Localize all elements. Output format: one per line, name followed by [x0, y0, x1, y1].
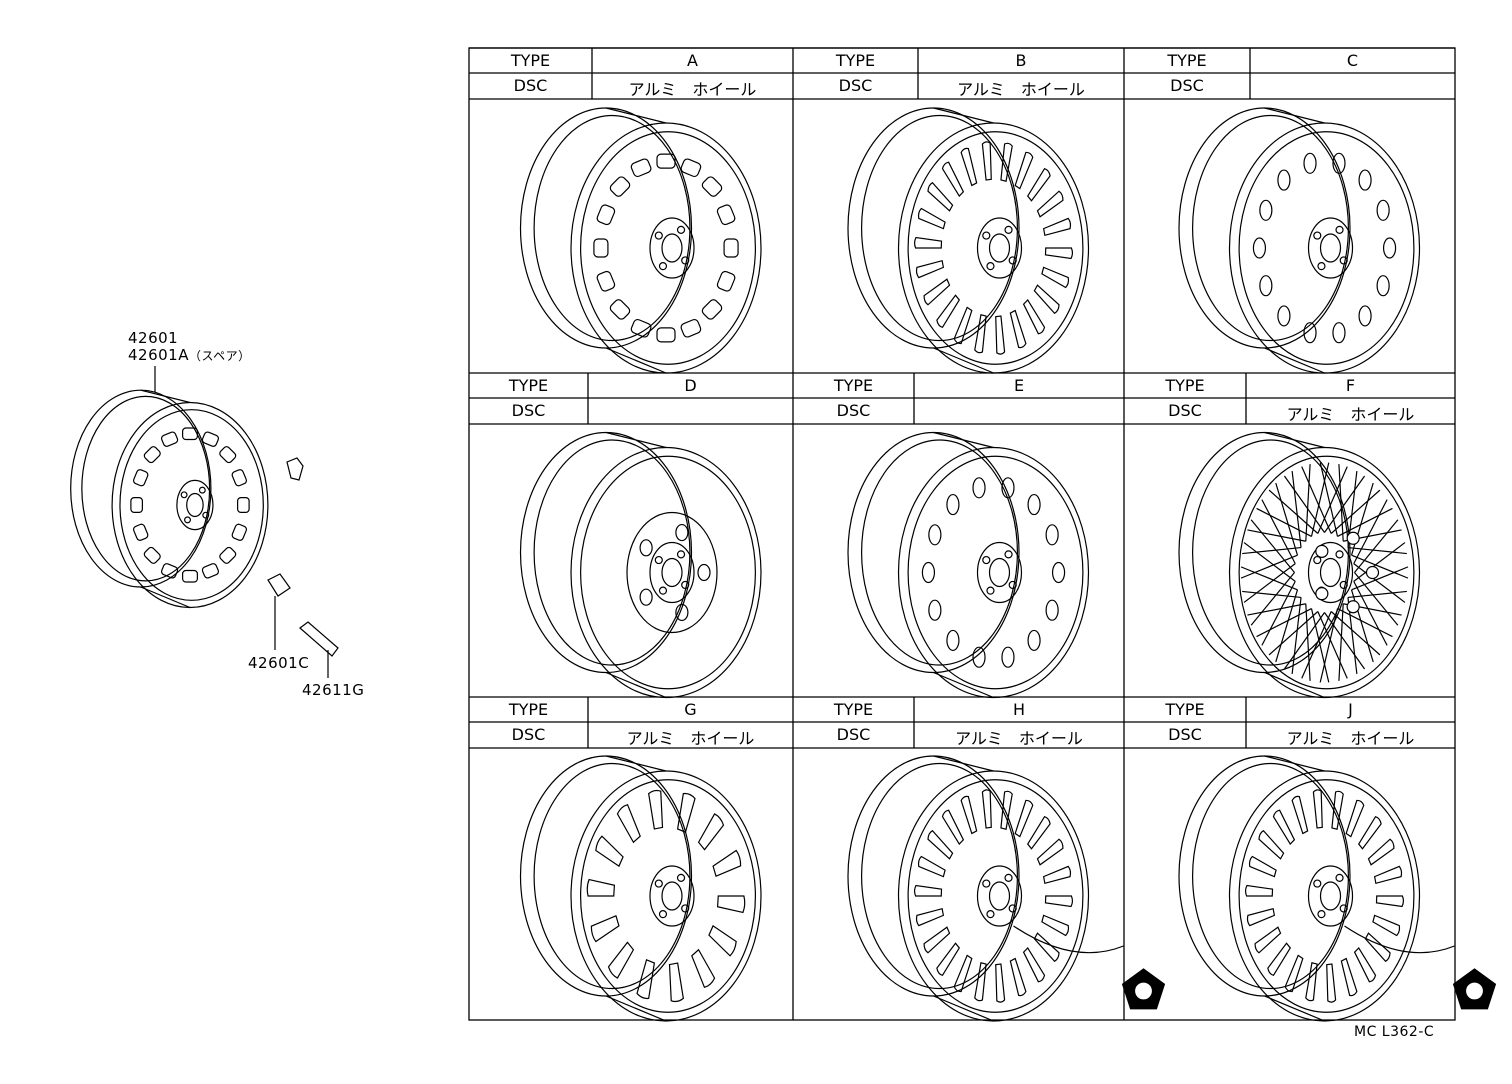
type-code-h: H — [1012, 700, 1026, 719]
type-code-e: E — [1013, 376, 1025, 395]
type-dsc-f: アルミ ホイール — [1286, 405, 1415, 424]
wheel-part-number: 42601 — [128, 329, 179, 347]
type-code-c: C — [1346, 51, 1359, 70]
type-dsc-a: アルミ ホイール — [628, 80, 757, 99]
wheel-type-f — [1178, 431, 1421, 699]
wheel-type-d — [519, 431, 762, 699]
dsc-label: DSC — [513, 76, 548, 95]
dsc-label: DSC — [511, 725, 546, 744]
wheel-type-c — [1178, 107, 1421, 374]
type-label: TYPE — [835, 51, 876, 70]
dsc-label: DSC — [836, 725, 871, 744]
type-label: TYPE — [833, 376, 874, 395]
type-label: TYPE — [510, 51, 551, 70]
type-code-j: J — [1348, 700, 1353, 719]
wheel-type-b — [847, 107, 1090, 374]
type-label: TYPE — [508, 376, 549, 395]
spare-number: 42601A — [128, 346, 189, 364]
dsc-label: DSC — [836, 401, 871, 420]
valve-stem — [267, 573, 291, 597]
type-code-d: D — [684, 376, 697, 395]
wheel-type-g — [519, 755, 762, 1022]
dsc-label: DSC — [1168, 725, 1202, 744]
bolt-part-number: 42611G — [302, 681, 365, 699]
type-label: TYPE — [1165, 700, 1205, 719]
dsc-label: DSC — [1168, 401, 1202, 420]
type-dsc-g: アルミ ホイール — [626, 729, 755, 748]
valve-part-number: 42601C — [248, 654, 310, 672]
type-dsc-j: アルミ ホイール — [1286, 729, 1415, 748]
type-label: TYPE — [1167, 51, 1207, 70]
type-code-a: A — [687, 51, 698, 70]
dsc-label: DSC — [511, 401, 546, 420]
type-label: TYPE — [833, 700, 874, 719]
wheel-type-h — [847, 755, 1166, 1022]
wheel-type-e — [847, 431, 1090, 699]
type-label: TYPE — [1165, 376, 1205, 395]
wheel-illustrations — [519, 107, 1497, 1022]
main-wheel — [70, 389, 269, 609]
reference-code: MC L362-C — [1354, 1024, 1435, 1040]
wheel-type-j — [1178, 755, 1497, 1022]
type-table-grid — [468, 47, 1456, 1021]
wheel-type-a — [519, 107, 762, 374]
hub-bolt — [299, 621, 339, 657]
main-wheel-assembly — [70, 366, 339, 678]
type-code-b: B — [1015, 51, 1027, 70]
type-label: TYPE — [508, 700, 549, 719]
balance-weight — [286, 457, 304, 481]
dsc-label: DSC — [1170, 76, 1204, 95]
dsc-label: DSC — [838, 76, 873, 95]
type-code-f: F — [1345, 376, 1356, 395]
type-dsc-b: アルミ ホイール — [957, 80, 1085, 99]
type-dsc-h: アルミ ホイール — [955, 729, 1083, 748]
type-code-g: G — [684, 700, 697, 719]
spare-note: （スペア） — [188, 349, 251, 363]
spare-part-number: 42601A（スペア） — [128, 346, 251, 364]
